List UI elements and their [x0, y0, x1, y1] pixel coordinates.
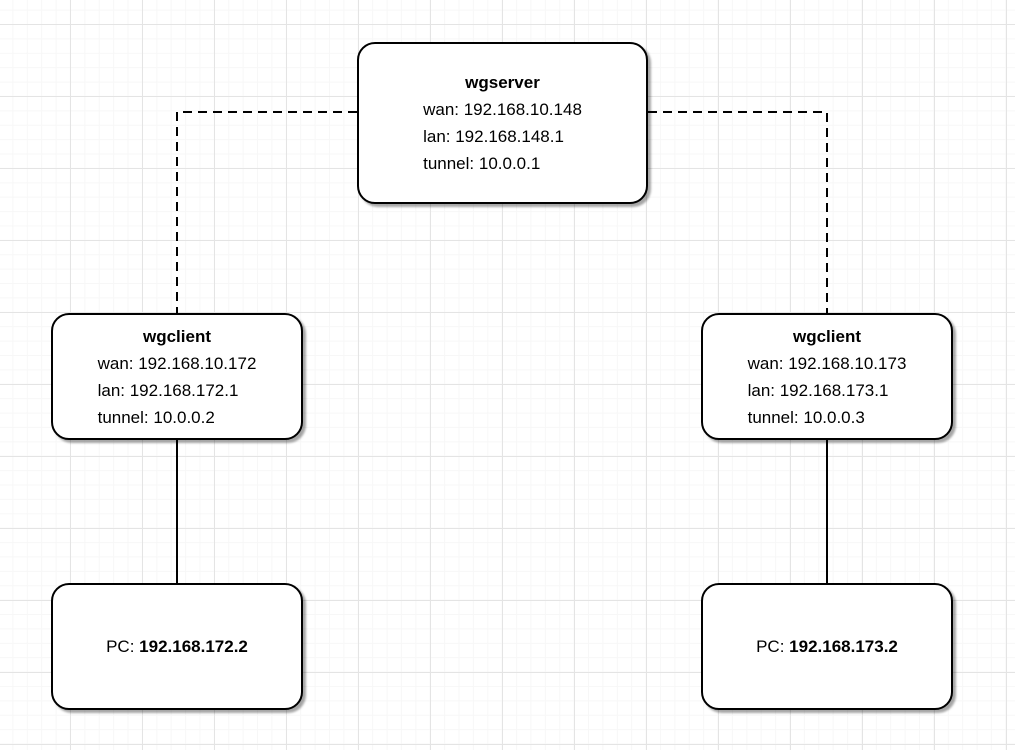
- node-pc-right[interactable]: PC: 192.168.173.2: [701, 583, 953, 710]
- pc-right-ip: 192.168.173.2: [789, 637, 898, 656]
- wgserver-lan-line: lan: 192.168.148.1: [423, 127, 564, 146]
- node-wgserver-title: wgserver: [465, 73, 540, 92]
- node-pc-left[interactable]: PC: 192.168.172.2: [51, 583, 303, 710]
- wgclient-right-wan-line: wan: 192.168.10.173: [747, 353, 907, 373]
- pc-left-label-line: PC: 192.168.172.2: [53, 633, 301, 660]
- node-wgclient-left-title: wgclient: [142, 326, 211, 346]
- pc-right-label-line: PC: 192.168.173.2: [703, 633, 951, 660]
- node-wgclient-left[interactable]: wgclient wan: 192.168.10.172 lan: 192.16…: [51, 313, 303, 440]
- node-wgserver-details: wan: 192.168.10.148 lan: 192.168.148.1 t…: [423, 96, 582, 177]
- edge-wgserver-wgclient-right[interactable]: [648, 111, 828, 313]
- wgserver-tunnel-line: tunnel: 10.0.0.1: [423, 154, 541, 173]
- pc-left-ip: 192.168.172.2: [139, 637, 248, 656]
- pc-right-label: PC:: [756, 637, 785, 656]
- pc-left-label: PC:: [106, 637, 135, 656]
- wgclient-left-wan-line: wan: 192.168.10.172: [97, 353, 257, 373]
- wgclient-right-tunnel-line: tunnel: 10.0.0.3: [747, 407, 865, 427]
- node-wgclient-right-details: wan: 192.168.10.173 lan: 192.168.173.1 t…: [748, 350, 907, 431]
- wgclient-left-lan-line: lan: 192.168.172.1: [97, 380, 239, 400]
- wgclient-right-lan-line: lan: 192.168.173.1: [747, 380, 889, 400]
- wgserver-wan-line: wan: 192.168.10.148: [423, 100, 582, 119]
- wgclient-left-tunnel-line: tunnel: 10.0.0.2: [97, 407, 215, 427]
- node-wgserver[interactable]: wgserver wan: 192.168.10.148 lan: 192.16…: [357, 42, 648, 204]
- node-wgclient-left-details: wan: 192.168.10.172 lan: 192.168.172.1 t…: [98, 350, 257, 431]
- edge-wgserver-wgclient-left[interactable]: [176, 111, 357, 313]
- node-wgclient-right-title: wgclient: [792, 326, 861, 346]
- node-wgclient-right[interactable]: wgclient wan: 192.168.10.173 lan: 192.16…: [701, 313, 953, 440]
